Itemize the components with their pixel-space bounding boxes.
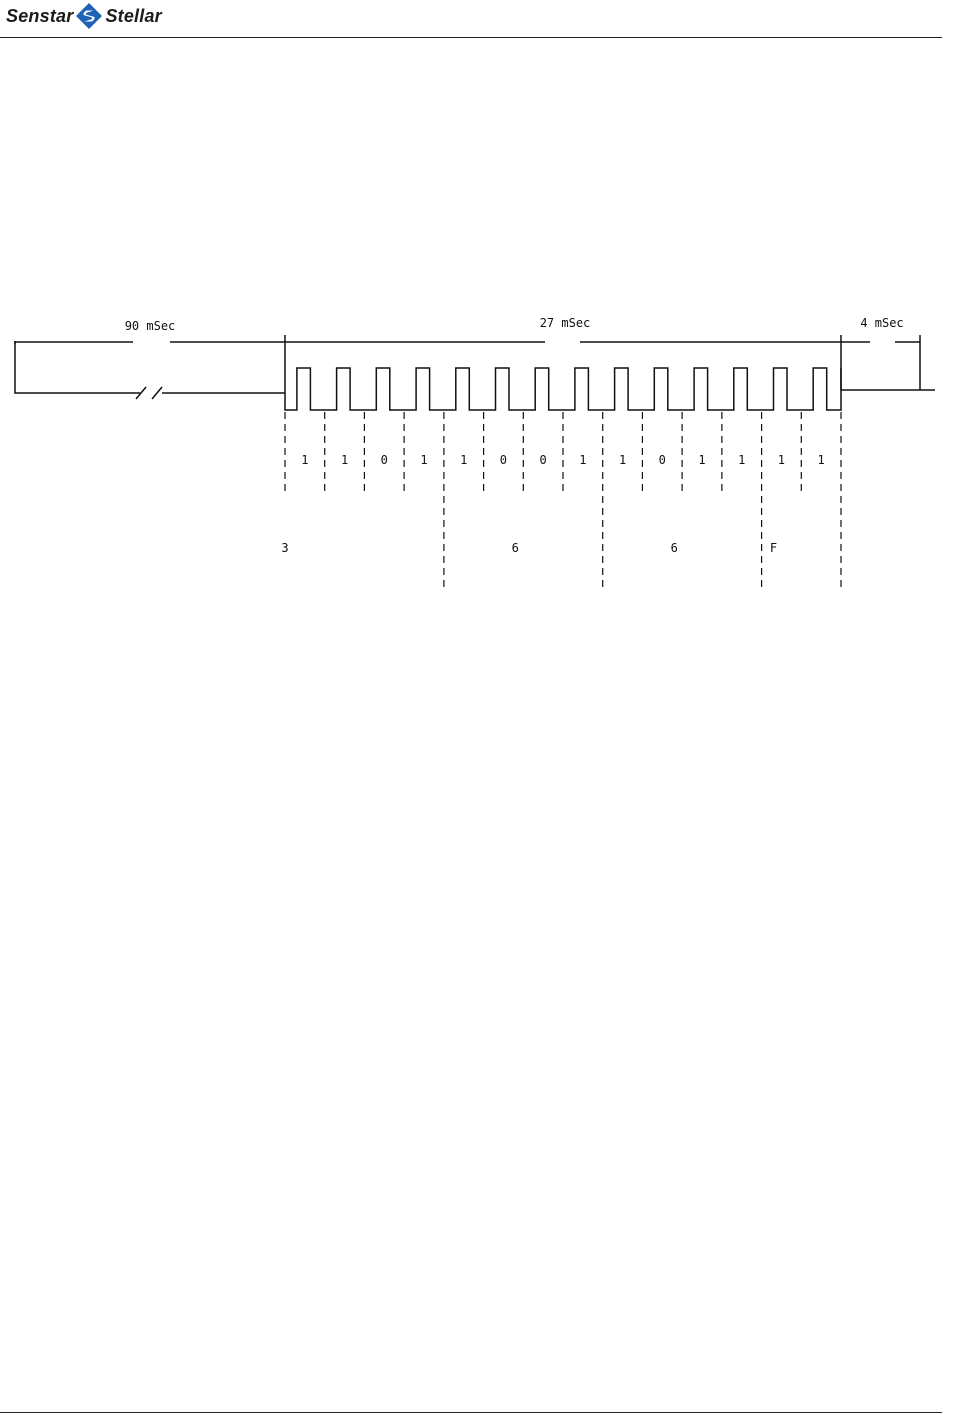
bit-label: 1 [460,453,467,467]
brand-logo: Senstar Stellar [6,1,162,31]
bit-label: 0 [381,453,388,467]
bit-label: 0 [659,453,666,467]
nibble-hex-label: 3 [281,541,288,555]
header-divider [0,37,942,38]
page-header: Senstar Stellar [0,0,953,38]
footer-divider [0,1412,942,1413]
data-duration-label: 27 mSec [540,316,591,330]
senstar-s-mark-icon [75,2,103,30]
bit-label: 1 [778,453,785,467]
bit-label: 0 [500,453,507,467]
preamble-duration-label: 90 mSec [125,319,176,333]
timing-diagram: 90 mSec 27 mSec 4 mSec 1 1 0 1 1 0 0 1 1 0 1 1 1 1 3 6… [0,300,953,600]
break-mark-2 [152,387,162,399]
data-waveform [285,368,841,410]
nibble-hex-label: 6 [512,541,519,555]
bit-label: 0 [539,453,546,467]
bit-label: 1 [341,453,348,467]
bit-label: 1 [698,453,705,467]
bit-label: 1 [301,453,308,467]
tail-waveform [841,368,935,390]
nibble-hex-label: 6 [671,541,678,555]
preamble-waveform [15,341,140,393]
bit-label: 1 [579,453,586,467]
brand-name-right: Stellar [105,6,161,27]
bit-label: 1 [738,453,745,467]
bit-label: 1 [817,453,824,467]
bit-label: 1 [420,453,427,467]
nibble-hex-label: F [770,541,777,555]
brand-name-left: Senstar [6,6,73,27]
bit-label: 1 [619,453,626,467]
tail-duration-label: 4 mSec [860,316,903,330]
